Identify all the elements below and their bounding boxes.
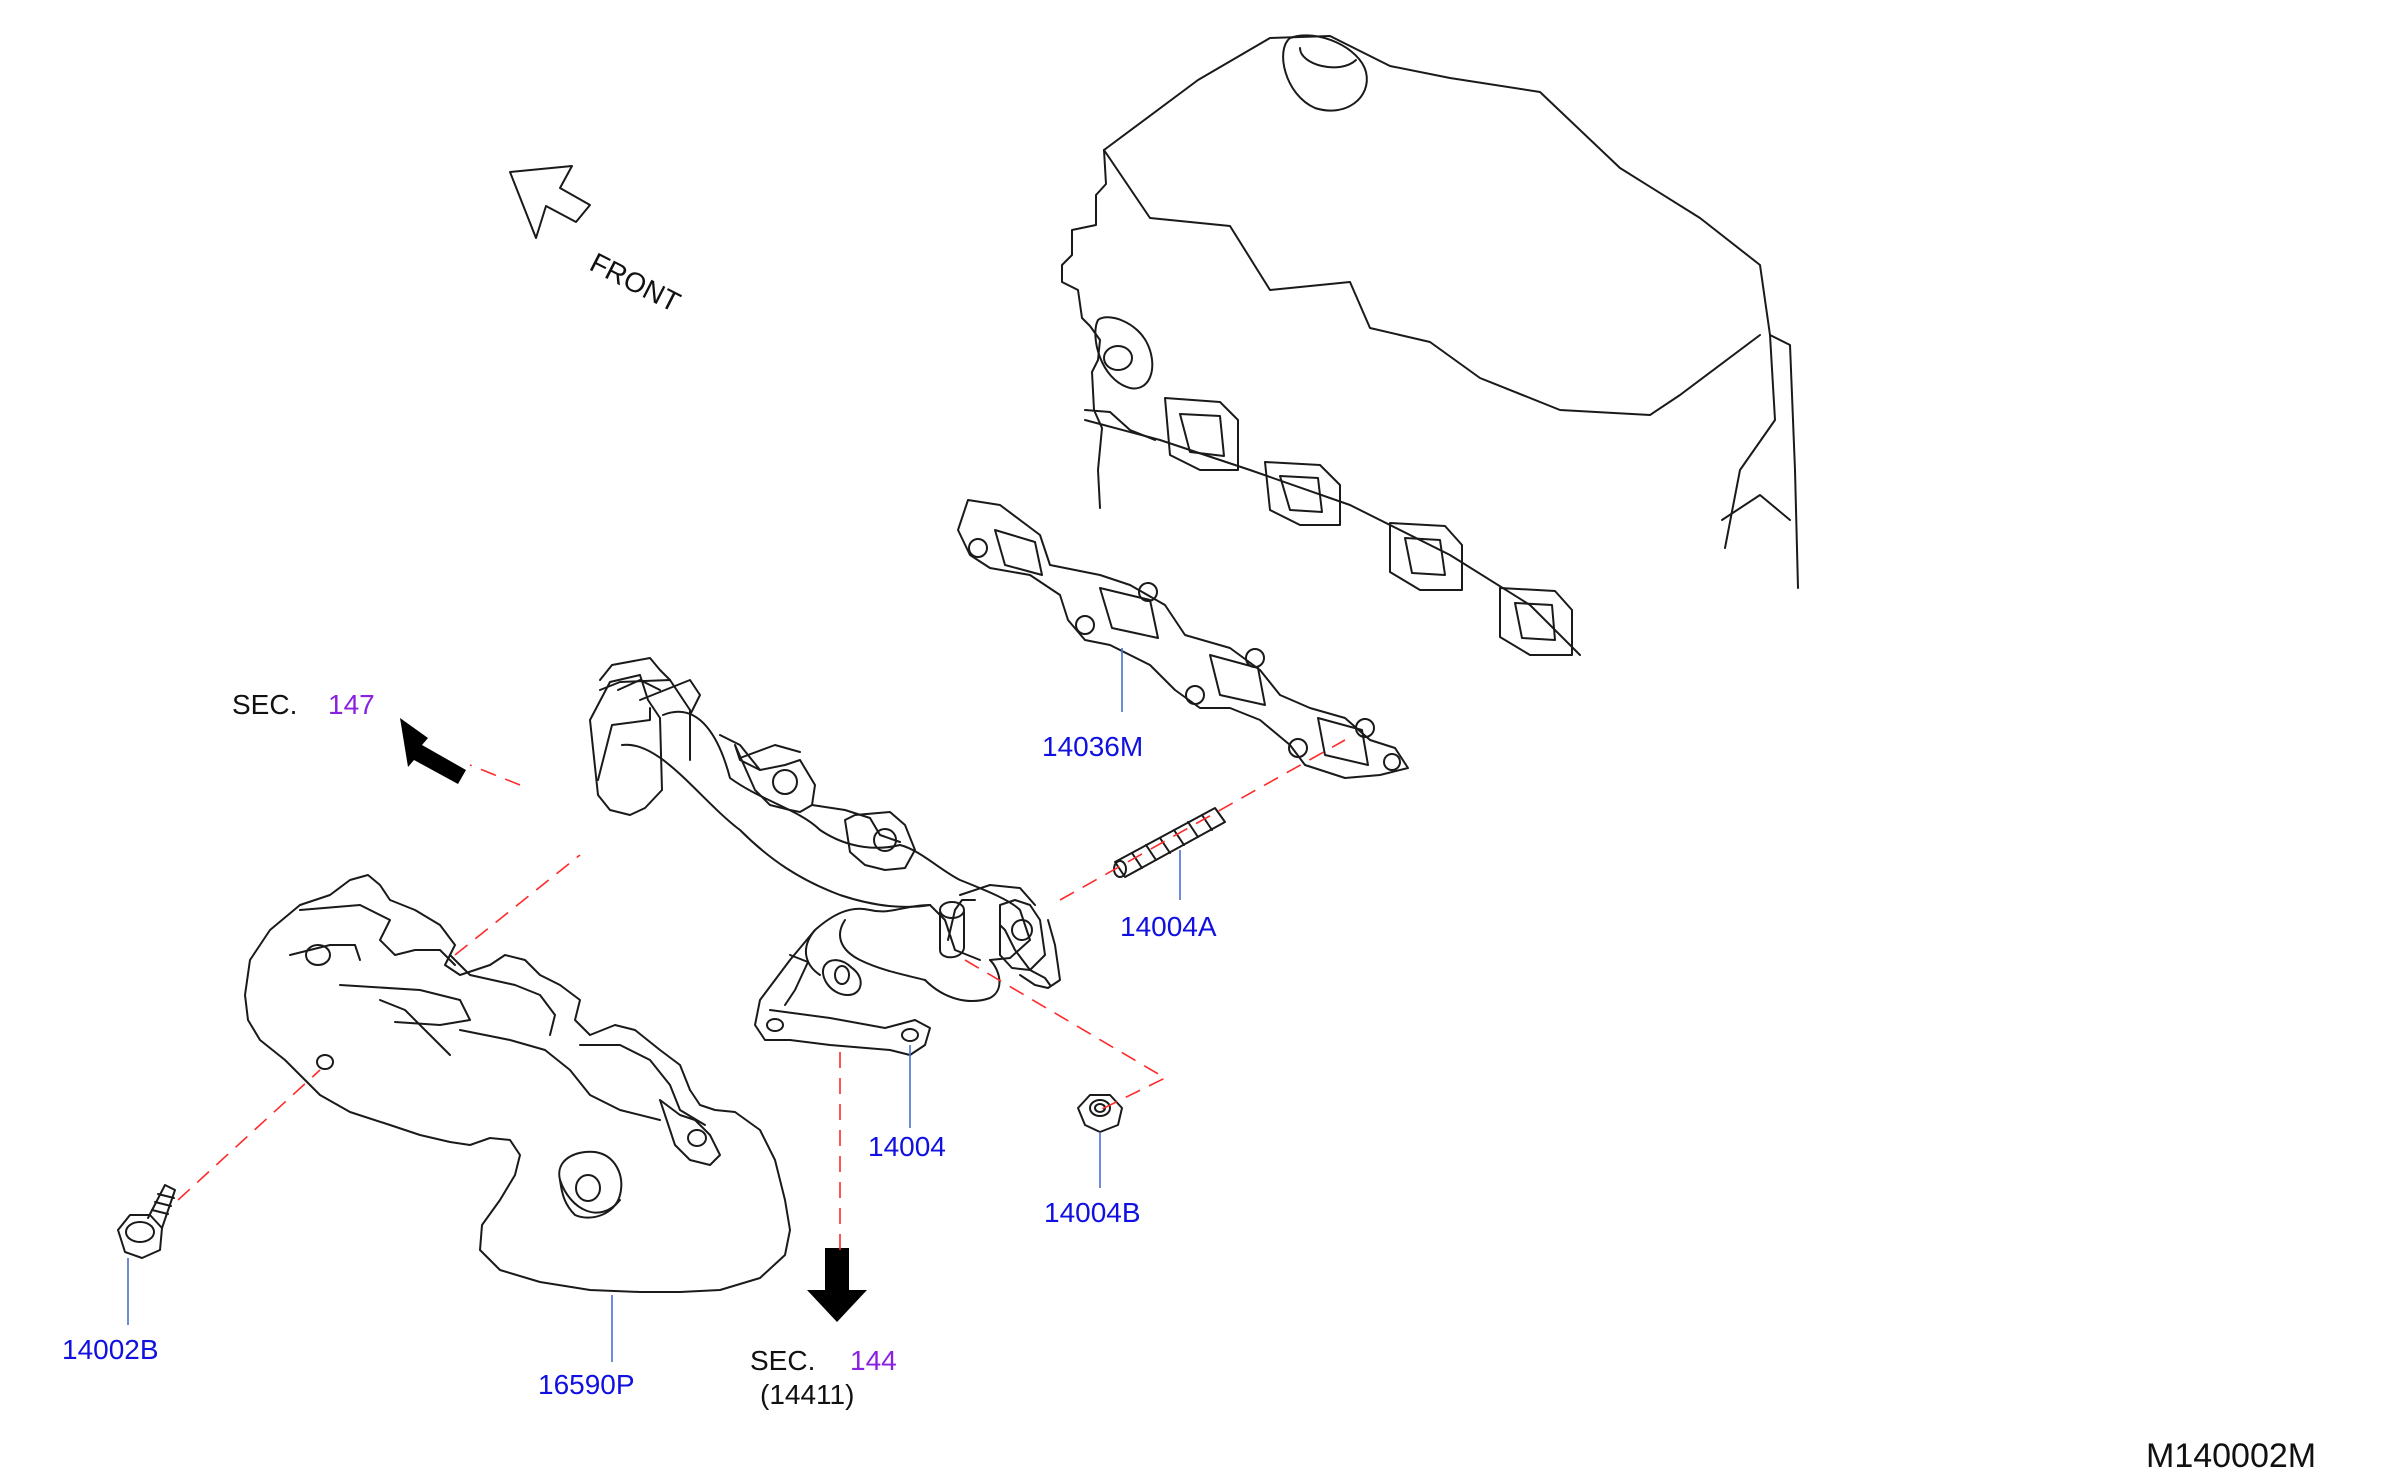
section-147-prefix: SEC. bbox=[232, 689, 298, 720]
stud bbox=[1113, 807, 1226, 878]
heat-shield bbox=[244, 874, 791, 1293]
section-144-prefix: SEC. bbox=[750, 1345, 816, 1376]
leader-lines bbox=[127, 648, 1181, 1362]
front-arrow-icon bbox=[509, 165, 591, 239]
alignment-lines bbox=[177, 739, 1346, 1252]
section-arrow-up-icon bbox=[400, 718, 466, 784]
bolt bbox=[117, 1184, 176, 1259]
nut bbox=[1077, 1094, 1123, 1133]
part-code-14004b[interactable]: 14004B bbox=[1044, 1197, 1141, 1228]
section-144-subref: (14411) bbox=[760, 1379, 855, 1410]
section-arrow-down-icon bbox=[807, 1248, 867, 1322]
part-code-14002b[interactable]: 14002B bbox=[62, 1334, 159, 1365]
diagram-id: M140002M bbox=[2146, 1437, 2317, 1475]
manifold-gasket bbox=[957, 499, 1409, 779]
cylinder-head bbox=[1061, 34, 1799, 656]
section-144-number[interactable]: 144 bbox=[850, 1345, 897, 1376]
section-147-number[interactable]: 147 bbox=[328, 689, 375, 720]
part-code-14004[interactable]: 14004 bbox=[868, 1131, 946, 1162]
exhaust-manifold bbox=[589, 657, 1061, 1056]
part-code-14036m[interactable]: 14036M bbox=[1042, 731, 1144, 762]
part-code-14004a[interactable]: 14004A bbox=[1120, 911, 1217, 942]
part-code-16590p[interactable]: 16590P bbox=[538, 1369, 635, 1400]
